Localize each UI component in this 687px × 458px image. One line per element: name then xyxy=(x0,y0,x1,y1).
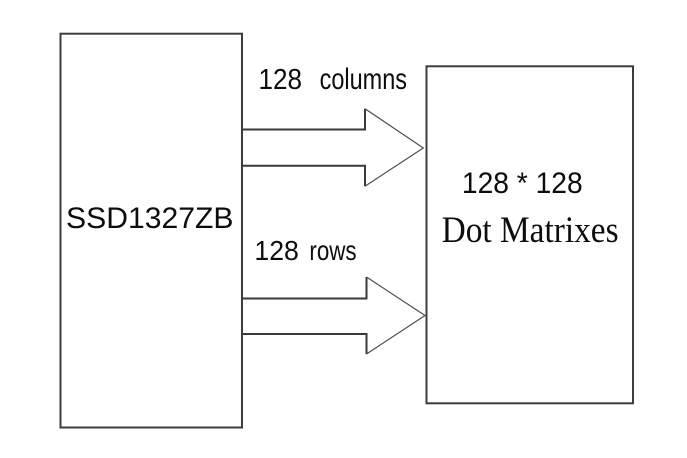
svg-text:SSD1327ZB: SSD1327ZB xyxy=(66,202,234,235)
svg-text:128: 128 xyxy=(259,64,303,96)
svg-text:Dot Matrixes: Dot Matrixes xyxy=(442,210,619,251)
svg-text:128 * 128: 128 * 128 xyxy=(462,167,583,200)
svg-text:columns: columns xyxy=(320,63,407,96)
svg-text:rows: rows xyxy=(309,235,356,266)
svg-text:128: 128 xyxy=(254,235,299,266)
